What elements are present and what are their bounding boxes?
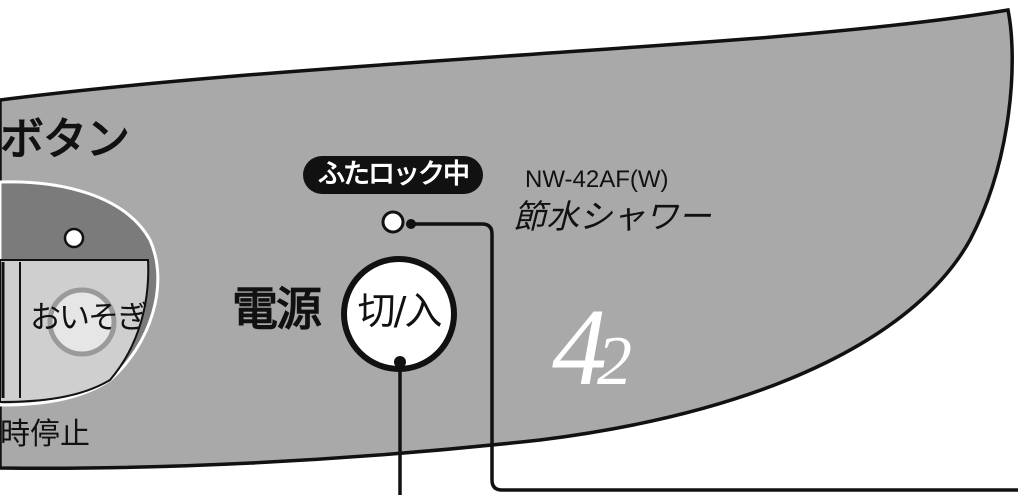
button-section-title: ボタン [0, 114, 130, 165]
capacity-mark: 42 [552, 292, 632, 402]
power-knob-label[interactable]: 切/入 [357, 289, 443, 333]
panel-body [0, 7, 1014, 471]
power-label: 電源 [232, 282, 322, 336]
lid-lock-lamp [381, 210, 405, 234]
feature-label: 節水シャワー [513, 197, 711, 236]
pause-label: 時停止 [0, 417, 90, 452]
hurry-button-label[interactable]: おいそぎ [30, 300, 148, 336]
hurry-button-face[interactable] [47, 287, 117, 357]
model-number: NW-42AF(W) [525, 166, 669, 193]
capacity-sub: 2 [597, 323, 632, 400]
lid-lock-badge: ふたロック中 [303, 156, 483, 194]
lock-leader-line [411, 222, 1018, 492]
oval-indicator-lamp [63, 227, 85, 249]
capacity-main: 4 [552, 286, 607, 408]
